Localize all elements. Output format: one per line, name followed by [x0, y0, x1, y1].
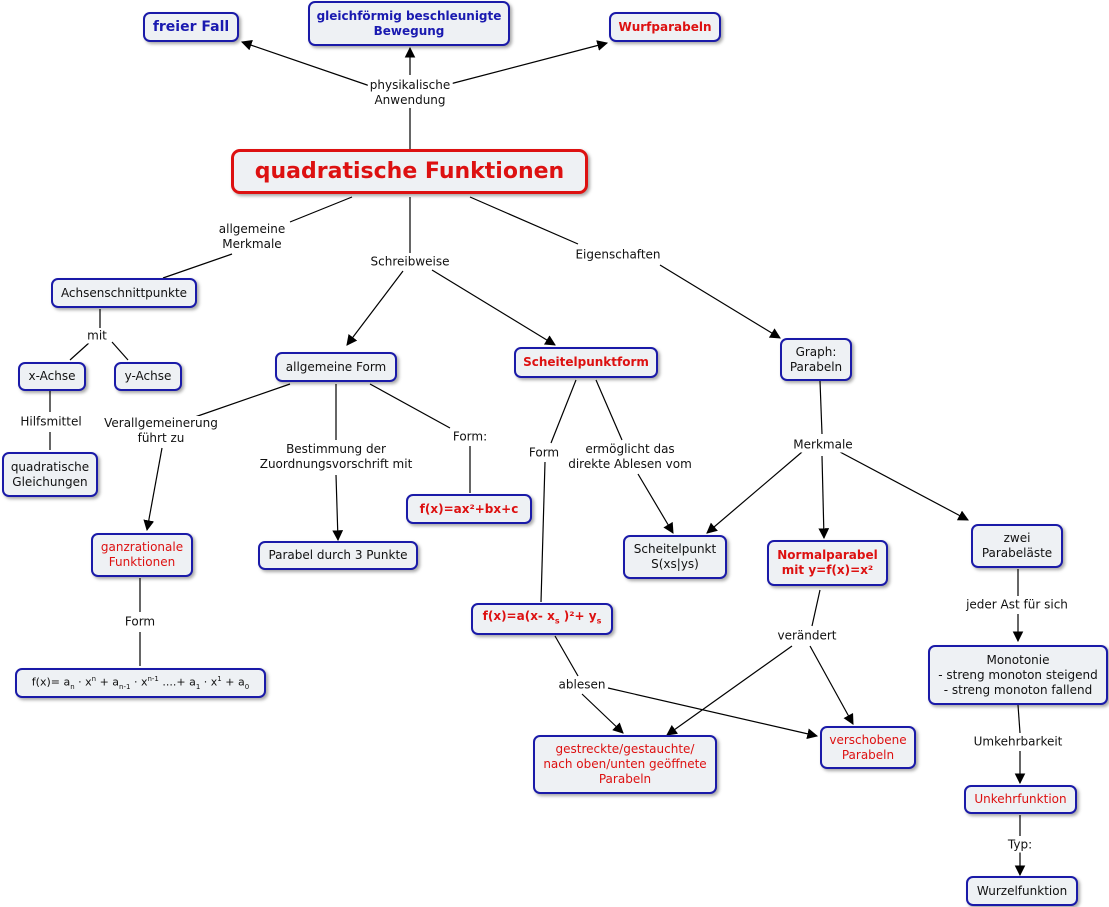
edge-label-schreibweise: Schreibweise — [368, 254, 452, 270]
edge-label-physikalische-anwendung: physikalische Anwendung — [367, 78, 453, 108]
node-label: Wurfparabeln — [618, 19, 712, 34]
root-node-quadratische-funktionen[interactable]: quadratische Funktionen — [231, 149, 588, 194]
node-label: y-Achse — [124, 369, 172, 383]
node-label: Normalparabel mit y=f(x)=x² — [777, 548, 878, 577]
edge-label-eigenschaften: Eigenschaften — [573, 247, 663, 263]
node-freier-fall[interactable]: freier Fall — [143, 12, 239, 42]
edge-label-veraendert: verändert — [775, 628, 839, 644]
node-label: freier Fall — [152, 18, 230, 35]
node-label: x-Achse — [28, 369, 76, 383]
node-f-allgemeine-form[interactable]: f(x)=ax²+bx+c — [406, 494, 532, 524]
node-formula-ganzrational[interactable]: f(x)= an · xn + an-1 · xn-1 ....+ a1 · x… — [15, 668, 266, 698]
node-parabel-durch-3-punkte[interactable]: Parabel durch 3 Punkte — [258, 541, 418, 570]
edge-label-form-colon: Form: — [450, 429, 490, 445]
edge-label-umkehrbarkeit: Umkehrbarkeit — [971, 734, 1065, 750]
node-label: ganzrationale Funktionen — [100, 540, 184, 569]
edge-label-merkmale: Merkmale — [791, 437, 855, 453]
node-label: quadratische Gleichungen — [10, 459, 90, 489]
node-label: Parabel durch 3 Punkte — [268, 548, 408, 562]
node-ganzrationale-funktionen[interactable]: ganzrationale Funktionen — [91, 533, 193, 577]
edge-label-typ: Typ: — [1005, 837, 1035, 853]
formula-text: f(x)= an · xn + an-1 · xn-1 ....+ a1 · x… — [31, 674, 250, 691]
node-label: zwei Parabeläste — [981, 531, 1053, 560]
edge-label-jeder-ast: jeder Ast für sich — [964, 597, 1070, 613]
edge-label-hilfsmittel: Hilfsmittel — [18, 414, 84, 430]
node-label: Graph: Parabeln — [789, 344, 843, 374]
node-wurzelfunktion[interactable]: Wurzelfunktion — [966, 876, 1078, 906]
node-graph-parabeln[interactable]: Graph: Parabeln — [780, 338, 852, 381]
node-verschobene-parabeln[interactable]: verschobene Parabeln — [820, 726, 916, 769]
node-label: Scheitelpunktform — [523, 355, 649, 369]
edge-label-allgemeine-merkmale: allgemeine Merkmale — [216, 222, 288, 252]
node-label: f(x)=ax²+bx+c — [419, 501, 519, 516]
node-normalparabel[interactable]: Normalparabel mit y=f(x)=x² — [767, 540, 888, 586]
node-scheitelpunkt[interactable]: Scheitelpunkt S(xs|ys) — [623, 535, 727, 579]
edge-label-ablesen: ablesen — [556, 677, 608, 693]
node-label: allgemeine Form — [285, 359, 387, 374]
edge-label-bestimmung: Bestimmung der Zuordnungsvorschrift mit — [257, 442, 415, 472]
edge-label-ermoeglicht: ermöglicht das direkte Ablesen vom — [566, 442, 694, 472]
root-label: quadratische Funktionen — [254, 159, 565, 184]
edge-label-form-scheitel: Form — [526, 445, 562, 461]
node-y-achse[interactable]: y-Achse — [114, 362, 182, 391]
node-formula-scheitelpunktform[interactable]: f(x)=a(x- xs )²+ ys — [471, 603, 613, 635]
node-achsenschnittpunkte[interactable]: Achsenschnittpunkte — [51, 278, 197, 308]
node-zwei-parabelaeste[interactable]: zwei Parabeläste — [971, 524, 1063, 568]
node-label: Monotonie - streng monoton steigend - st… — [938, 652, 1098, 697]
node-label: Achsenschnittpunkte — [60, 285, 188, 300]
node-label: gleichförmig beschleunigte Bewegung — [316, 8, 502, 38]
node-label: verschobene Parabeln — [829, 732, 907, 762]
node-scheitelpunktform[interactable]: Scheitelpunktform — [514, 347, 658, 378]
node-x-achse[interactable]: x-Achse — [18, 362, 86, 391]
node-label: gestreckte/gestauchte/ nach oben/unten g… — [543, 742, 707, 786]
edge-label-form-ganzrational: Form — [122, 614, 158, 630]
node-gleichfoermig-bewegung[interactable]: gleichförmig beschleunigte Bewegung — [308, 1, 510, 46]
node-monotonie[interactable]: Monotonie - streng monoton steigend - st… — [928, 645, 1108, 705]
edge-label-mit: mit — [85, 328, 109, 344]
node-label: Scheitelpunkt S(xs|ys) — [633, 542, 717, 571]
node-label: Unkehrfunktion — [974, 792, 1067, 806]
node-quadratische-gleichungen[interactable]: quadratische Gleichungen — [2, 452, 98, 497]
formula-text: f(x)=a(x- xs )²+ ys — [482, 609, 602, 626]
node-allgemeine-form[interactable]: allgemeine Form — [275, 352, 397, 382]
node-gestreckte-parabeln[interactable]: gestreckte/gestauchte/ nach oben/unten g… — [533, 735, 717, 794]
edge-label-verallgemeinerung: Verallgemeinerung führt zu — [102, 416, 220, 446]
node-umkehrfunktion[interactable]: Unkehrfunktion — [964, 785, 1077, 814]
node-wurfparabeln[interactable]: Wurfparabeln — [609, 12, 721, 42]
node-label: Wurzelfunktion — [976, 883, 1068, 898]
